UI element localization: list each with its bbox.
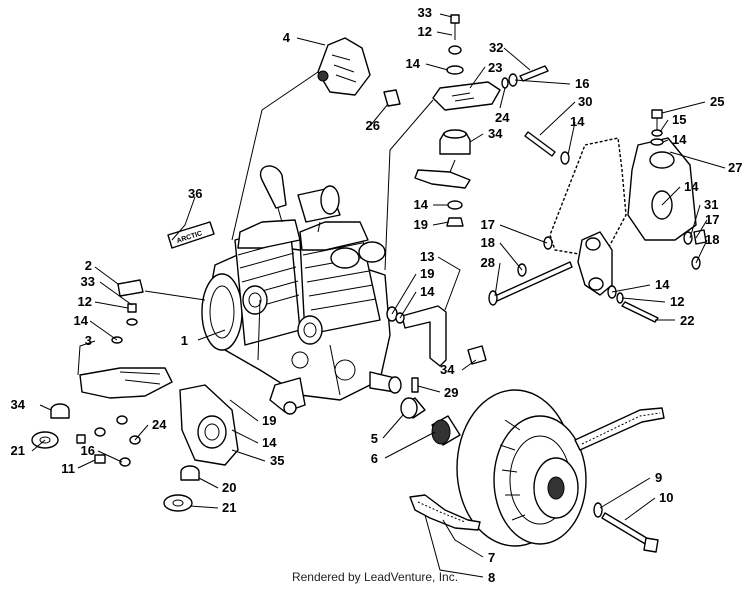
callout-16-top: 16 [575,76,589,91]
callout-19-mid: 19 [414,217,428,232]
callout-labels: 1 2 3 4 5 6 7 8 9 10 11 12 12 12 13 14 1… [11,5,743,585]
right-mount-plate [488,109,707,323]
callout-32: 32 [489,40,503,55]
callout-13: 13 [420,249,434,264]
callout-2: 2 [85,258,92,273]
callout-18-right: 18 [705,232,719,247]
callout-3: 3 [85,333,92,348]
callout-17: 17 [481,217,495,232]
callout-5: 5 [371,431,378,446]
callout-24-top: 24 [495,110,510,125]
callout-17-right: 17 [705,212,719,227]
callout-8: 8 [488,570,495,585]
callout-12-top: 12 [418,24,432,39]
plate-part-2 [117,279,144,297]
callout-33-top: 33 [418,5,432,20]
callout-24-lower: 24 [152,417,167,432]
callout-19-lower: 19 [262,413,276,428]
callout-16-lower: 16 [81,443,95,458]
callout-22: 22 [680,313,694,328]
callout-19-left: 19 [420,266,434,281]
callout-9: 9 [655,470,662,485]
top-mount-hardware [414,14,549,227]
callout-29: 29 [444,385,458,400]
callout-14-left: 14 [74,313,89,328]
callout-14-center: 14 [414,197,429,212]
callout-18: 18 [481,235,495,250]
callout-4: 4 [283,30,291,45]
callout-23: 23 [488,60,502,75]
drive-belt-part-8 [409,407,665,531]
bracket-part-13 [386,305,487,393]
callout-31: 31 [704,197,718,212]
bolt-part-33-left [127,303,137,313]
callout-35: 35 [270,453,284,468]
callout-12-right: 12 [670,294,684,309]
callout-36: 36 [188,186,202,201]
callout-14-lower: 14 [262,435,277,450]
callout-6: 6 [371,451,378,466]
bracket-part-35 [76,384,239,512]
callout-34-left: 34 [11,397,26,412]
callout-14-upper-mid: 14 [570,114,585,129]
callout-26: 26 [366,118,380,133]
callout-34-right: 34 [440,362,455,377]
callout-27: 27 [728,160,742,175]
callout-15: 15 [672,112,686,127]
callout-14-lower-right: 14 [655,277,670,292]
decal-part-36: ARCTIC [167,221,215,249]
callout-25: 25 [710,94,724,109]
bracket-part-3 [31,367,173,449]
drive-clutch-part-7 [456,389,659,553]
callout-7: 7 [488,550,495,565]
callout-11: 11 [61,461,75,476]
callout-14-top: 14 [406,56,421,71]
callout-12-left: 12 [78,294,92,309]
clip-part-26 [383,89,401,107]
sleeve-parts-5-6 [400,397,461,446]
callout-33-left: 33 [81,274,95,289]
callout-1: 1 [181,333,188,348]
callout-21-lower: 21 [222,500,236,515]
callout-14-upper-right: 14 [672,132,687,147]
callout-30: 30 [578,94,592,109]
callout-10: 10 [659,490,673,505]
callout-34-top: 34 [488,126,503,141]
callout-14-mid-left: 14 [420,284,435,299]
callout-14-right: 14 [684,179,699,194]
upper-bracket-part-4 [317,37,371,96]
callout-21-left: 21 [11,443,25,458]
callout-28: 28 [481,255,495,270]
callout-20: 20 [222,480,236,495]
footer-credit: Rendered by LeadVenture, Inc. [291,570,459,584]
leader-lines [31,13,726,578]
engine-assembly [201,165,402,415]
